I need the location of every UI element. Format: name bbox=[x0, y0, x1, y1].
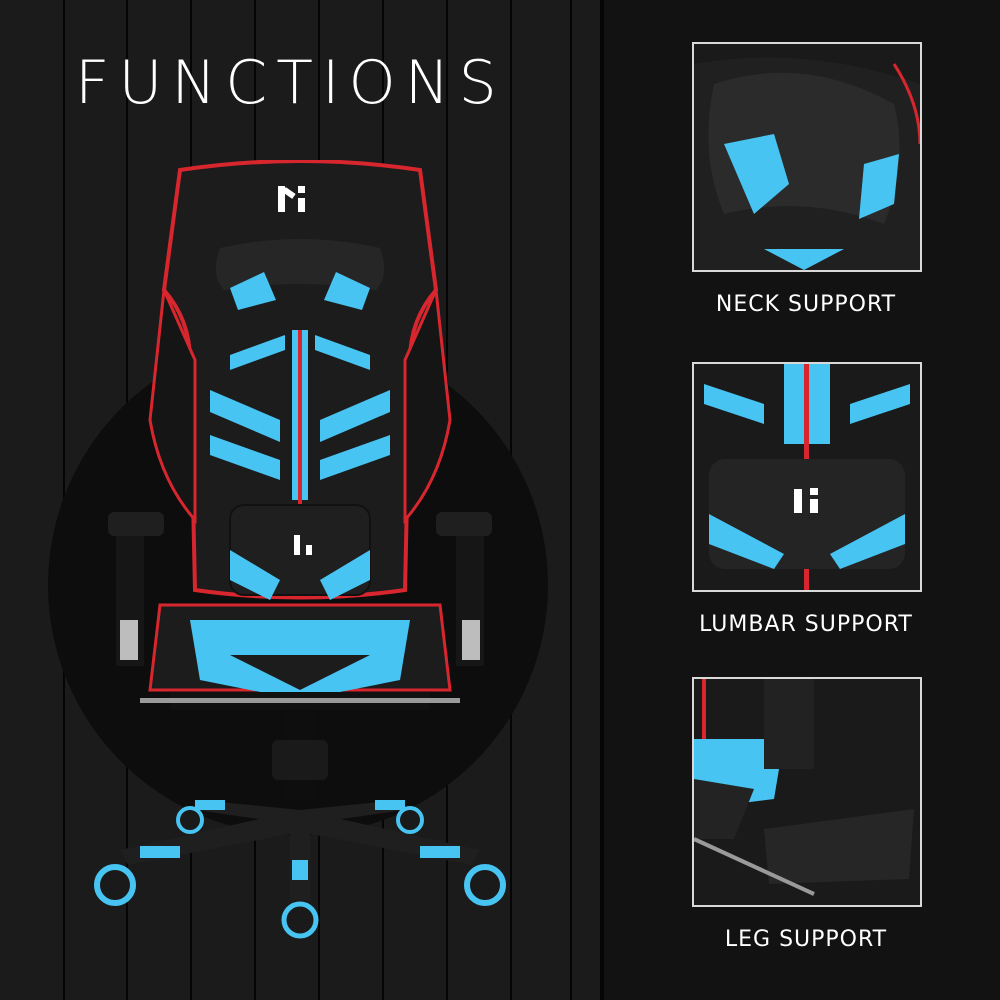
feature-label: LUMBAR SUPPORT bbox=[699, 612, 913, 637]
feature-leg-support: LEG SUPPORT bbox=[692, 677, 922, 952]
gaming-chair-image bbox=[94, 160, 506, 939]
feature-neck-support: NECK SUPPORT bbox=[692, 42, 922, 317]
feature-label: LEG SUPPORT bbox=[724, 927, 888, 952]
feature-image-frame bbox=[692, 362, 922, 592]
feature-label: NECK SUPPORT bbox=[715, 292, 897, 317]
feature-image-frame bbox=[692, 677, 922, 907]
panel-divider bbox=[600, 0, 606, 1000]
page-title: FUNCTIONS bbox=[75, 48, 506, 118]
brand-logo-icon bbox=[278, 186, 305, 212]
feature-image-frame bbox=[692, 42, 922, 272]
feature-lumbar-support: LUMBAR SUPPORT bbox=[692, 362, 922, 637]
lumbar-cushion-icon bbox=[694, 364, 920, 590]
footrest-icon bbox=[694, 679, 920, 905]
headrest-pillow-icon bbox=[694, 44, 920, 270]
